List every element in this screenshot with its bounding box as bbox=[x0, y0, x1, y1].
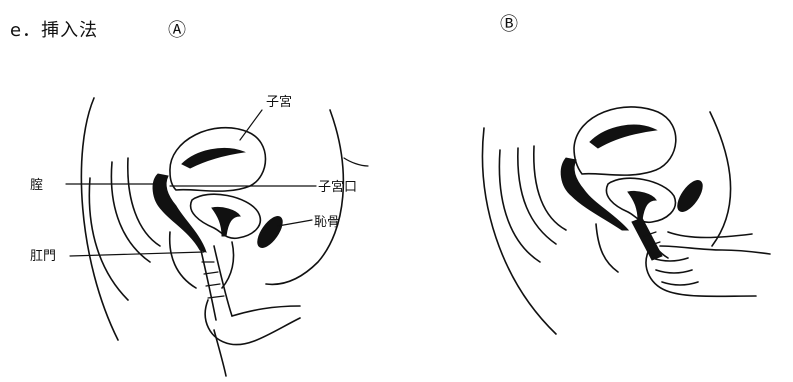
panel-a-urethra bbox=[212, 207, 240, 236]
panel-b-vagina bbox=[561, 158, 628, 230]
panel-b-urethra bbox=[628, 191, 656, 220]
panel-a-uterus bbox=[170, 128, 266, 191]
panel-b-back-outline bbox=[483, 128, 557, 334]
panel-b-rectum-wall-outer bbox=[518, 148, 556, 244]
panel-a-leader-pubic-bone bbox=[278, 220, 312, 226]
panel-b-uterus-cavity bbox=[590, 125, 656, 148]
panel-a-rectum-wall-inner bbox=[128, 158, 160, 246]
panel-b-finger-2 bbox=[656, 270, 692, 273]
panel-b-rectum-wall-inner bbox=[534, 146, 566, 230]
panel-a-hand-thumb bbox=[232, 306, 300, 316]
label-cervix: 子宮口 bbox=[318, 179, 357, 195]
label-uterus: 子宮 bbox=[266, 94, 292, 110]
panel-a-finger-left bbox=[200, 246, 216, 320]
panel-b-hand-lower bbox=[646, 252, 756, 296]
panel-b-uterus bbox=[574, 107, 676, 175]
panel-b-thigh-outline bbox=[668, 232, 752, 238]
panel-b-drawing bbox=[483, 107, 771, 334]
panel-b-finger-1 bbox=[652, 258, 688, 261]
panel-a-leader-anus bbox=[70, 252, 204, 256]
panel-a-back-outline bbox=[81, 98, 118, 340]
panel-b-hand-upper bbox=[660, 246, 770, 254]
panel-b-pubic-bone bbox=[673, 177, 707, 216]
panel-b-front-outline bbox=[710, 112, 731, 246]
panel-a-front-outline bbox=[266, 110, 343, 284]
panel-a-labia-outline bbox=[222, 242, 234, 288]
panel-a-wrist bbox=[214, 330, 226, 376]
panel-a-rectum-wall-outer bbox=[111, 162, 150, 262]
label-anus: 肛門 bbox=[30, 249, 56, 264]
panel-a-uterus-cavity bbox=[182, 148, 244, 168]
label-vagina: 腟 bbox=[30, 177, 43, 193]
panel-b-finger-3 bbox=[662, 282, 698, 285]
panel-a-pubic-bone bbox=[253, 213, 287, 252]
panel-a-front-tick bbox=[344, 158, 368, 166]
panel-a-leader-uterus bbox=[240, 110, 262, 140]
panel-a-drawing: 子宮 腟 子宮口 恥骨 肛門 bbox=[30, 94, 368, 376]
panel-b-perineum-outline bbox=[596, 224, 618, 272]
panel-a-finger-right bbox=[214, 246, 232, 316]
label-pubic-bone: 恥骨 bbox=[314, 215, 340, 230]
panel-a-perineum-outline bbox=[170, 232, 196, 288]
